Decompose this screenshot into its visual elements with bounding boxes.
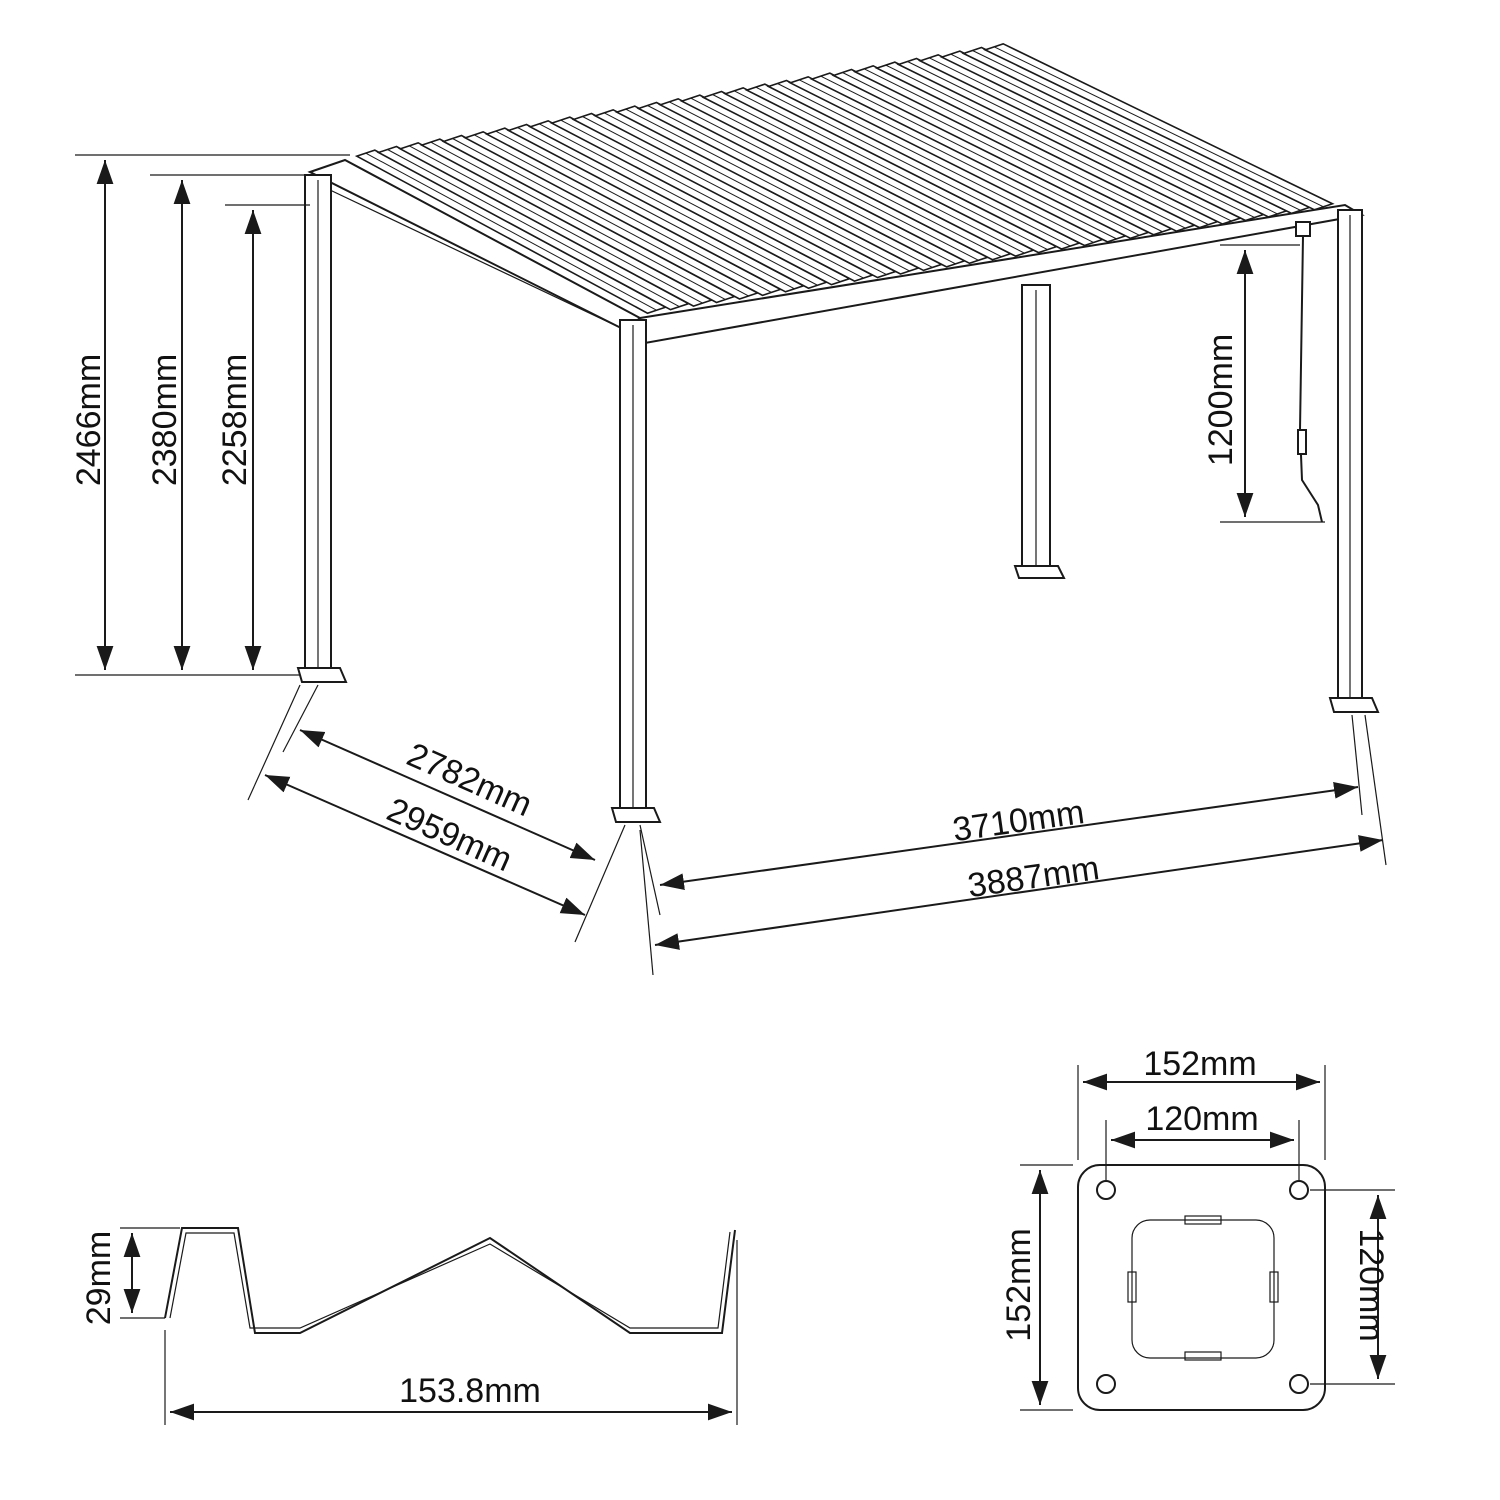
- profile-height-label: 29mm: [80, 1231, 118, 1325]
- louver-ridge: [777, 83, 1094, 243]
- louver-ridge: [863, 68, 1186, 229]
- height-dimensions: 2466mm 2380mm 2258mm 1200mm: [70, 154, 1325, 676]
- louver-ridge: [690, 97, 1002, 258]
- depth-dimensions: 2782mm 2959mm: [247, 684, 661, 976]
- louver-ridge: [885, 64, 1209, 226]
- post-foot-front-left: [610, 807, 662, 823]
- louver-ridge: [625, 108, 933, 268]
- post-foot-middle: [1013, 565, 1066, 579]
- louver-ridge: [755, 86, 1071, 247]
- louver-ridge: [517, 127, 818, 286]
- louver-ridge: [473, 134, 772, 293]
- post-foot-back-right: [1328, 697, 1380, 713]
- louver-ridge: [842, 72, 1163, 233]
- louver-ridge: [582, 116, 887, 275]
- louver-ridge: [993, 46, 1324, 208]
- louver-ridge: [603, 112, 910, 272]
- height-total-label: 2466mm: [70, 354, 108, 486]
- height-frame-label: 2380mm: [146, 354, 184, 486]
- louver-profile: 29mm 153.8mm: [80, 1227, 738, 1425]
- louver-ridge: [430, 141, 726, 300]
- bolt-hole: [1096, 1374, 1116, 1394]
- pergola-frame: [296, 158, 1380, 823]
- width-dimensions: 3710mm 3887mm: [654, 714, 1387, 950]
- bolt-hole: [1289, 1374, 1309, 1394]
- louver-ridge: [972, 50, 1301, 211]
- plate-width-holes-label: 120mm: [1145, 1100, 1258, 1138]
- louver-ridge: [365, 152, 657, 311]
- louver-ridge: [820, 75, 1140, 236]
- louver-ridge: [495, 130, 795, 290]
- louver-ridge: [907, 61, 1232, 222]
- plate-width-outer-label: 152mm: [1143, 1045, 1256, 1083]
- louver-ridge: [733, 90, 1048, 251]
- crank-height-label: 1200mm: [1202, 334, 1240, 466]
- width-inner-label: 3710mm: [950, 793, 1086, 849]
- base-plate: 152mm 120mm 152mm 120mm: [1000, 1045, 1395, 1411]
- louver-ridge: [950, 53, 1278, 215]
- profile-width-label: 153.8mm: [399, 1372, 541, 1410]
- louver-ridge: [647, 105, 956, 265]
- louver-ridge: [387, 149, 680, 308]
- height-clear-label: 2258mm: [216, 354, 254, 486]
- louver-ridge: [538, 123, 841, 283]
- bolt-hole: [1096, 1180, 1116, 1200]
- louver-ridge: [560, 119, 864, 279]
- louver-ridge: [712, 94, 1025, 254]
- louver-ridge: [668, 101, 979, 261]
- plate-height-outer-label: 152mm: [1000, 1228, 1038, 1341]
- louver-ridge: [928, 57, 1255, 218]
- bolt-hole: [1289, 1180, 1309, 1200]
- louver-ridge: [408, 145, 703, 304]
- crank-handle: [1295, 221, 1323, 523]
- plate-height-holes-label: 120mm: [1352, 1228, 1390, 1341]
- roof-louvers: [354, 42, 1335, 315]
- louver-ridge: [798, 79, 1117, 240]
- louver-ridge: [452, 138, 749, 297]
- width-outer-label: 3887mm: [965, 849, 1101, 905]
- post-foot-back-left: [296, 667, 348, 683]
